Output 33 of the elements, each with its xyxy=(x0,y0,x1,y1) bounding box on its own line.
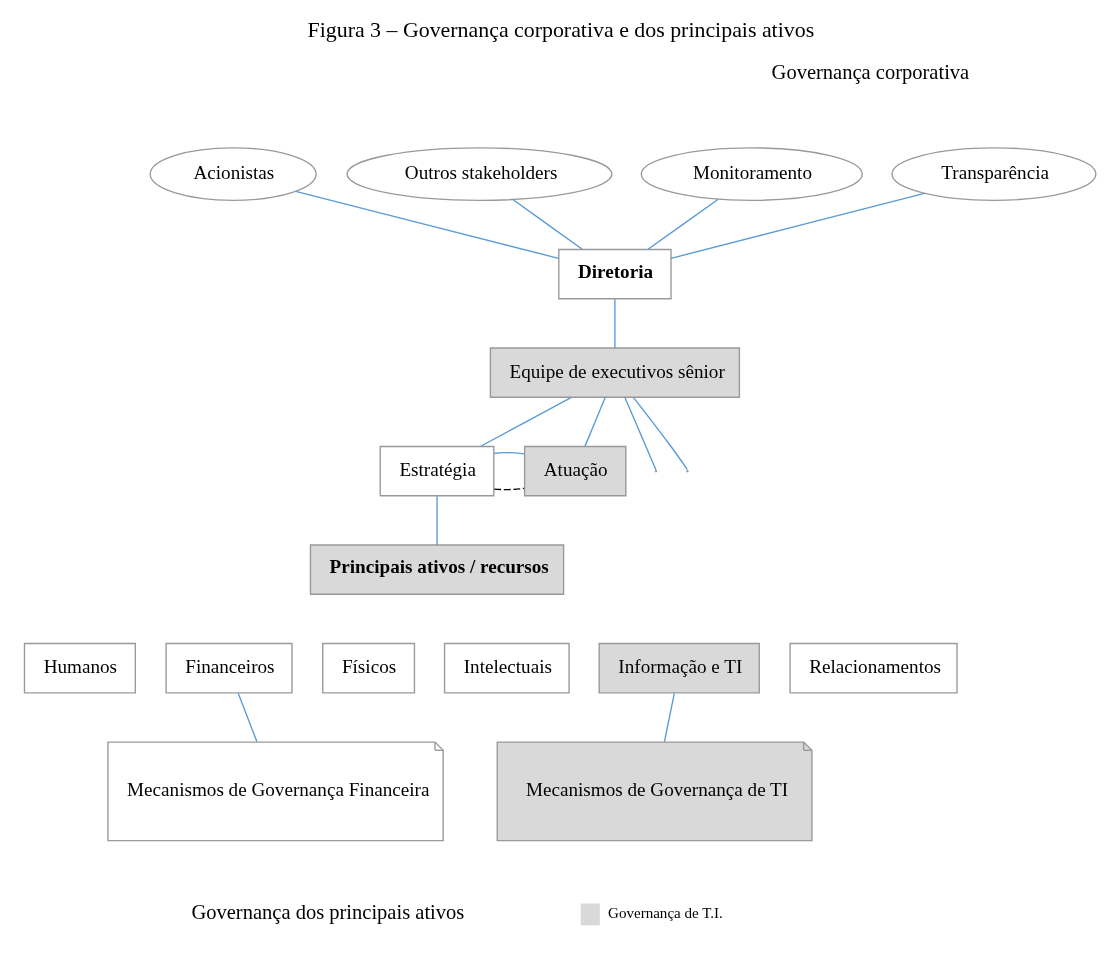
connector xyxy=(670,192,926,259)
connector xyxy=(663,692,676,743)
legend-label: Governança de T.I. xyxy=(608,905,723,922)
node-box: Equipe de executivos sênior xyxy=(489,347,741,398)
node-box: Físicos xyxy=(322,642,416,694)
connector xyxy=(295,190,560,260)
label: Governança corporativa xyxy=(771,60,970,83)
connector xyxy=(512,198,583,250)
node-box: Diretoria xyxy=(558,248,672,300)
connector xyxy=(614,298,616,349)
node-box: Humanos xyxy=(23,642,136,694)
connector xyxy=(624,397,657,471)
node-box: Informação e TI xyxy=(598,642,760,694)
connector xyxy=(480,396,573,447)
connector xyxy=(237,692,258,743)
label: Governança dos principais ativos xyxy=(191,901,465,924)
node-ellipse: Acionistas xyxy=(149,147,317,202)
node-ellipse: Monitoramento xyxy=(640,147,863,202)
connector xyxy=(493,487,525,491)
connector xyxy=(647,198,719,250)
diagram-title: Figura 3 – Governança corporativa e dos principais ativos xyxy=(307,16,815,42)
node-ellipse: Transparência xyxy=(891,147,1097,202)
node-box: Principais ativos / recursos xyxy=(309,544,565,595)
node-box: Estratégia xyxy=(379,445,495,497)
connector xyxy=(584,397,606,448)
node-box: Atuação xyxy=(523,445,627,497)
connector xyxy=(632,396,688,471)
node-box: Relacionamentos xyxy=(789,642,958,694)
connector xyxy=(493,452,525,455)
node-box: Intelectuais xyxy=(443,642,570,694)
node-ellipse: Outros stakeholders xyxy=(346,147,613,202)
connector xyxy=(436,495,438,546)
node-box: Financeiros xyxy=(165,642,293,694)
